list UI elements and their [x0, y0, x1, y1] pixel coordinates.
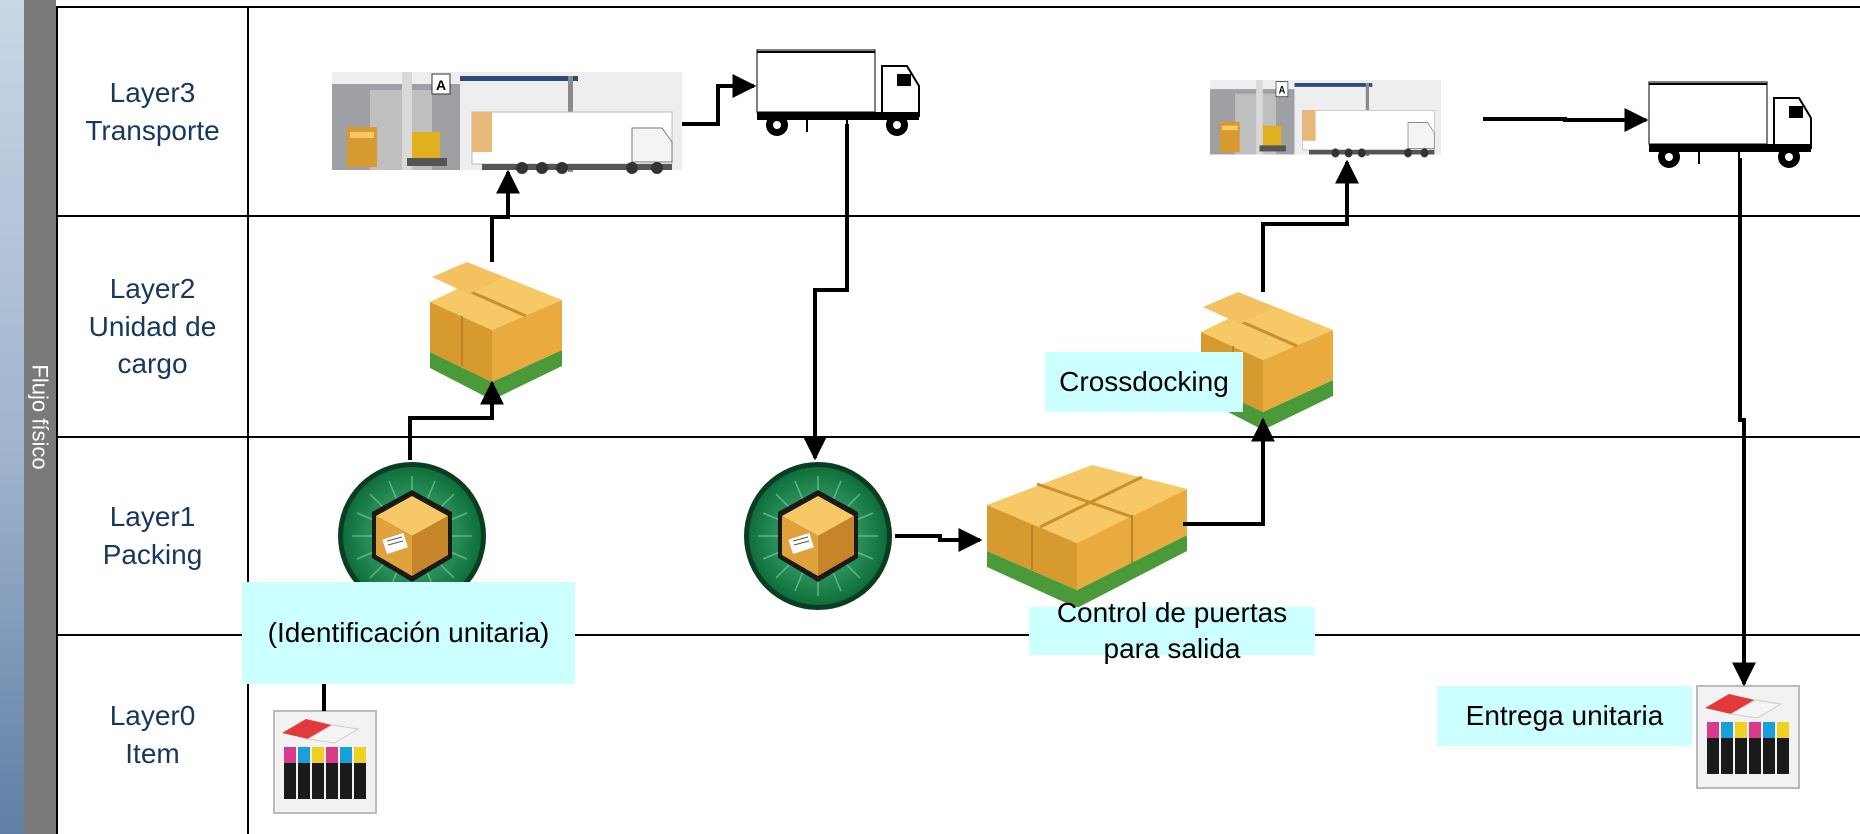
lane-divider-2 — [56, 436, 1860, 438]
note-identificacion: (Identificación unitaria) — [242, 582, 575, 684]
pallet-layer2-left — [428, 260, 564, 402]
note-entrega-unitaria: Entrega unitaria — [1437, 686, 1692, 746]
arrow-warehouse-to-lorry — [682, 74, 757, 126]
arrow-warehouse-to-lorry-right — [1483, 108, 1649, 132]
layer3-label: Layer3 Transporte — [85, 76, 220, 146]
warehouse-truck-left — [331, 71, 683, 175]
arrow-packing-to-pallet — [408, 380, 504, 460]
pallet-large-layer1 — [985, 463, 1189, 610]
package-badge-right — [743, 461, 893, 611]
label-column-divider — [247, 6, 249, 834]
ink-cartridges-start — [273, 710, 377, 814]
side-band — [24, 0, 56, 834]
note-control-puertas: Control de puertas para salida — [1029, 597, 1315, 664]
lorry-right — [1648, 81, 1812, 169]
layer0-label: Layer0 Item — [109, 700, 196, 769]
lorry-left — [756, 49, 920, 137]
arrow-lorry-to-packing — [803, 124, 849, 461]
arrow-control-to-crossdocking — [1183, 417, 1275, 526]
lane-divider-1 — [56, 215, 1860, 217]
arrow-pallet-to-warehouse — [490, 169, 520, 262]
warehouse-truck-right — [1209, 79, 1442, 158]
layer2-label: Layer2 Unidad de cargo — [88, 272, 217, 380]
lane-divider-3 — [56, 634, 1860, 636]
layer1-label: Layer1 Packing — [102, 501, 203, 570]
swimlane-frame — [56, 6, 1860, 834]
background-edge — [0, 0, 24, 834]
arrow-packing-to-control — [895, 528, 983, 552]
note-crossdocking: Crossdocking — [1045, 352, 1243, 412]
ink-cartridges-end — [1696, 685, 1800, 789]
arrow-crossdocking-to-warehouse — [1261, 159, 1359, 292]
arrow-lorry-to-delivery — [1732, 158, 1756, 687]
